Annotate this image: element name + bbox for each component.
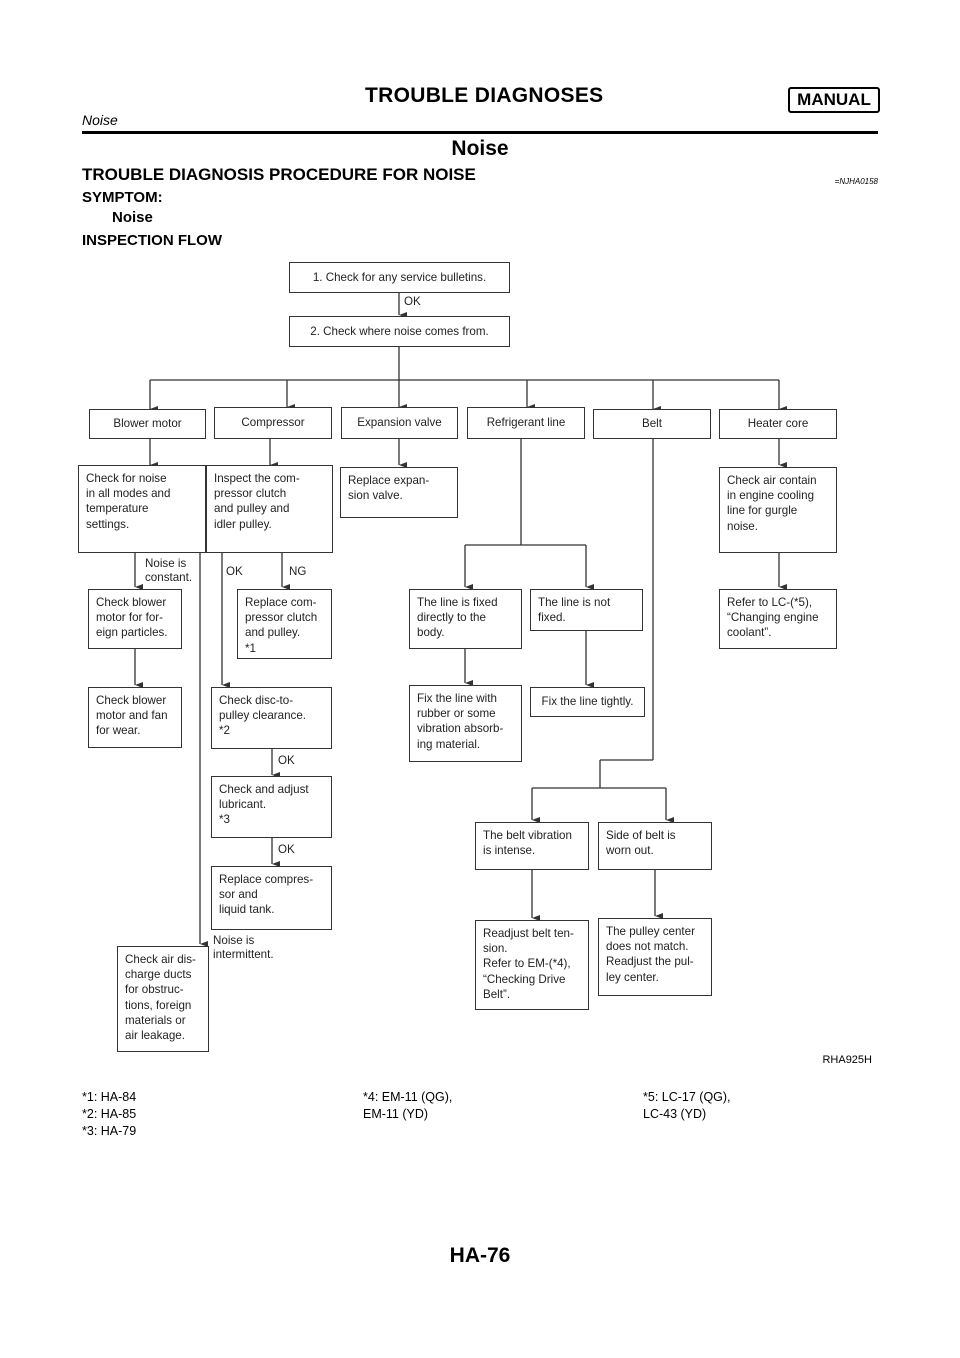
header-title: TROUBLE DIAGNOSES (365, 84, 604, 107)
pulley-center-box: The pulley center does not match. Readju… (598, 918, 712, 996)
ok-label: OK (404, 295, 421, 308)
figure-code: RHA925H (822, 1054, 872, 1066)
blower-foreign-particles-box: Check blower motor for for- eign particl… (88, 589, 182, 649)
step-2-box: 2. Check where noise comes from. (289, 316, 510, 347)
category-blower-motor: Blower motor (89, 409, 206, 439)
noise-intermittent-label: Noise is intermittent. (213, 934, 274, 961)
line-fixed-box: The line is fixed directly to the body. (409, 589, 522, 649)
check-lubricant-box: Check and adjust lubricant. *3 (211, 776, 332, 838)
compressor-ng-label: NG (289, 565, 307, 578)
category-refrigerant-line: Refrigerant line (467, 407, 585, 439)
lubricant-ok-label: OK (278, 843, 295, 856)
page-title: Noise (451, 137, 509, 160)
manual-badge: MANUAL (788, 87, 880, 113)
fix-line-tightly-box: Fix the line tightly. (530, 687, 645, 717)
category-compressor: Compressor (214, 407, 332, 439)
blower-fan-wear-box: Check blower motor and fan for wear. (88, 687, 182, 748)
belt-vibration-box: The belt vibration is intense. (475, 822, 589, 870)
header-subtitle: Noise (82, 112, 118, 128)
line-not-fixed-box: The line is not fixed. (530, 589, 643, 631)
page-number: HA-76 (449, 1244, 511, 1267)
inspection-flow-title: INSPECTION FLOW (82, 232, 222, 249)
category-belt: Belt (593, 409, 711, 439)
category-heater-core: Heater core (719, 409, 837, 439)
header-rule (82, 131, 878, 134)
footnotes-col2: *4: EM-11 (QG), EM-11 (YD) (363, 1090, 453, 1121)
blower-check-noise-box: Check for noise in all modes and tempera… (78, 465, 206, 553)
footnotes-col3: *5: LC-17 (QG), LC-43 (YD) (643, 1090, 731, 1121)
noise-constant-label: Noise is constant. (145, 557, 193, 584)
inspect-compressor-clutch-box: Inspect the com- pressor clutch and pull… (206, 465, 333, 553)
replace-compressor-box: Replace compres- sor and liquid tank. (211, 866, 332, 930)
fix-line-rubber-box: Fix the line with rubber or some vibrati… (409, 685, 522, 762)
symptom-label: SYMPTOM: (82, 189, 163, 206)
check-disc-clearance-box: Check disc-to- pulley clearance. *2 (211, 687, 332, 749)
replace-compressor-clutch-box: Replace com- pressor clutch and pulley. … (237, 589, 332, 659)
footnotes-col1: *1: HA-84 *2: HA-85 *3: HA-79 (82, 1090, 137, 1138)
section-title: TROUBLE DIAGNOSIS PROCEDURE FOR NOISE (82, 165, 476, 184)
check-air-ducts-box: Check air dis- charge ducts for obstruc-… (117, 946, 209, 1052)
disc-ok-label: OK (278, 754, 295, 767)
check-air-cooling-box: Check air contain in engine cooling line… (719, 467, 837, 553)
category-expansion-valve: Expansion valve (341, 407, 458, 439)
section-ref: =NJHA0158 (834, 177, 878, 186)
symptom-value: Noise (112, 209, 153, 226)
compressor-ok-label: OK (226, 565, 243, 578)
replace-expansion-valve-box: Replace expan- sion valve. (340, 467, 458, 518)
readjust-belt-tension-box: Readjust belt ten- sion. Refer to EM-(*4… (475, 920, 589, 1010)
refer-lc-box: Refer to LC-(*5), “Changing engine coola… (719, 589, 837, 649)
belt-worn-box: Side of belt is worn out. (598, 822, 712, 870)
step-1-box: 1. Check for any service bulletins. (289, 262, 510, 293)
